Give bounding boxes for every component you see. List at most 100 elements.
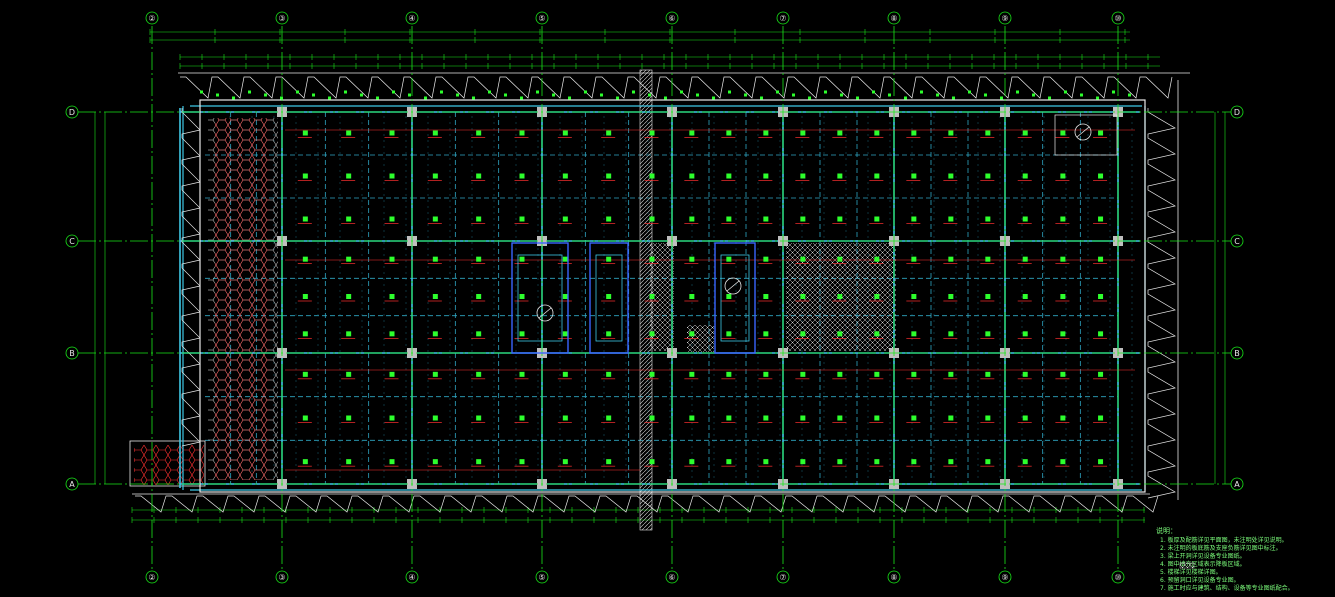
- rebar-tag-mark: [302, 173, 308, 179]
- top-strip-tag: [616, 96, 619, 100]
- rebar-tag-mark: [302, 415, 308, 421]
- section-circle-icon: [536, 304, 554, 322]
- rebar-tag-mark: [606, 130, 612, 136]
- rebar-tag-mark: [726, 331, 732, 337]
- rebar-tag-mark: [689, 130, 695, 136]
- rebar-tag-mark: [346, 371, 352, 377]
- rebar-tag-mark: [763, 216, 769, 222]
- axis-bubble-icon: [1230, 477, 1244, 491]
- axis-bubble-icon: [65, 234, 79, 248]
- hex-hatch-annex: [134, 445, 204, 485]
- rebar-tag-mark: [800, 256, 806, 262]
- rebar-tag-mark: [948, 415, 954, 421]
- top-strip-tag: [696, 93, 699, 97]
- rebar-tag-mark: [519, 130, 525, 136]
- rebar-tag-mark: [874, 415, 880, 421]
- top-strip-tag: [1064, 90, 1067, 94]
- rebar-tag-mark: [726, 459, 732, 465]
- axis-bubble-icon: [535, 570, 549, 584]
- notes-title: 说明：: [1156, 526, 1177, 535]
- rebar-tag-mark: [519, 371, 525, 377]
- rebar-tag-mark: [432, 331, 438, 337]
- rebar-tag-mark: [562, 130, 568, 136]
- rebar-tag-mark: [562, 459, 568, 465]
- rebar-tag-mark: [1098, 459, 1104, 465]
- rebar-tag-mark: [302, 130, 308, 136]
- axis-label-row: B: [69, 349, 75, 358]
- rebar-tag-mark: [874, 256, 880, 262]
- rebar-tag-mark: [432, 294, 438, 299]
- rebar-tag-mark: [346, 459, 352, 465]
- rebar-tag-mark: [1098, 415, 1104, 421]
- rebar-tag-mark: [948, 216, 954, 222]
- rebar-tag-mark: [1022, 173, 1028, 179]
- rebar-tag-mark: [874, 371, 880, 377]
- stair-core-outline: [511, 242, 569, 354]
- rebar-tag-mark: [389, 256, 395, 262]
- top-strip-tag: [744, 93, 747, 97]
- top-strip-tag: [264, 93, 267, 97]
- rebar-tag-mark: [800, 130, 806, 136]
- axis-bubble-icon: [887, 11, 901, 25]
- rebar-tag-mark: [1060, 459, 1066, 465]
- axis-bubble-icon: [776, 570, 790, 584]
- top-strip-tag: [1016, 90, 1019, 94]
- rebar-tag-mark: [985, 130, 991, 136]
- rebar-tag-mark: [346, 256, 352, 262]
- top-strip-tag: [632, 90, 635, 94]
- rebar-tag-mark: [346, 216, 352, 222]
- rebar-tag-mark: [800, 459, 806, 465]
- axis-label-col: ⑩: [1114, 14, 1121, 23]
- annex-outline: [129, 440, 206, 487]
- rebar-tag-mark: [763, 331, 769, 337]
- rebar-tag-mark: [985, 331, 991, 337]
- rebar-tag-mark: [302, 256, 308, 262]
- axis-bubble-icon: [1230, 234, 1244, 248]
- rebar-tag-mark: [726, 294, 732, 299]
- note-line: 5. 楼梯详见楼梯详图。: [1160, 568, 1222, 576]
- right-retaining-profile: [1147, 108, 1176, 499]
- top-strip-tag: [344, 90, 347, 94]
- rebar-tag-mark: [389, 331, 395, 337]
- top-strip-tag: [312, 93, 315, 97]
- rebar-tag-mark: [606, 216, 612, 222]
- rebar-tag-mark: [726, 216, 732, 222]
- rebar-tag-mark: [1022, 130, 1028, 136]
- rebar-tag-mark: [1098, 173, 1104, 179]
- axis-bubble-icon: [405, 570, 419, 584]
- axis-label-row: C: [69, 237, 75, 246]
- rebar-tag-mark: [1022, 294, 1028, 299]
- rebar-tag-mark: [689, 173, 695, 179]
- rebar-tag-mark: [1060, 415, 1066, 421]
- rebar-tag-mark: [302, 331, 308, 337]
- left-retaining-profile: [181, 108, 201, 447]
- rebar-tag-mark: [649, 130, 655, 136]
- section-slash: [538, 307, 552, 319]
- top-strip-tag: [536, 90, 539, 94]
- note-line: 1. 板厚及配筋详见平面图，未注明处详见说明。: [1160, 536, 1288, 544]
- rebar-tag-mark: [389, 459, 395, 465]
- rebar-tag-mark: [1022, 371, 1028, 377]
- axis-bubble-icon: [275, 11, 289, 25]
- rebar-tag-mark: [800, 294, 806, 299]
- rebar-tag-mark: [519, 459, 525, 465]
- rebar-tag-mark: [837, 256, 843, 262]
- stair-core-inner: [595, 254, 623, 342]
- pit-outline: [1054, 114, 1118, 156]
- rebar-tag-mark: [726, 415, 732, 421]
- rebar-tag-mark: [985, 459, 991, 465]
- top-strip-tag: [504, 93, 507, 97]
- rebar-tag-mark: [837, 294, 843, 299]
- top-strip-tag: [456, 93, 459, 97]
- rebar-tag-mark: [1060, 173, 1066, 179]
- rebar-tag-mark: [689, 216, 695, 222]
- rebar-tag-mark: [911, 173, 917, 179]
- stair-cores: [511, 114, 1118, 354]
- top-strip-tag: [600, 93, 603, 97]
- rebar-tag-mark: [1022, 415, 1028, 421]
- top-strip-tag: [920, 90, 923, 94]
- rebar-tag-mark: [948, 130, 954, 136]
- rebar-tag-mark: [389, 294, 395, 299]
